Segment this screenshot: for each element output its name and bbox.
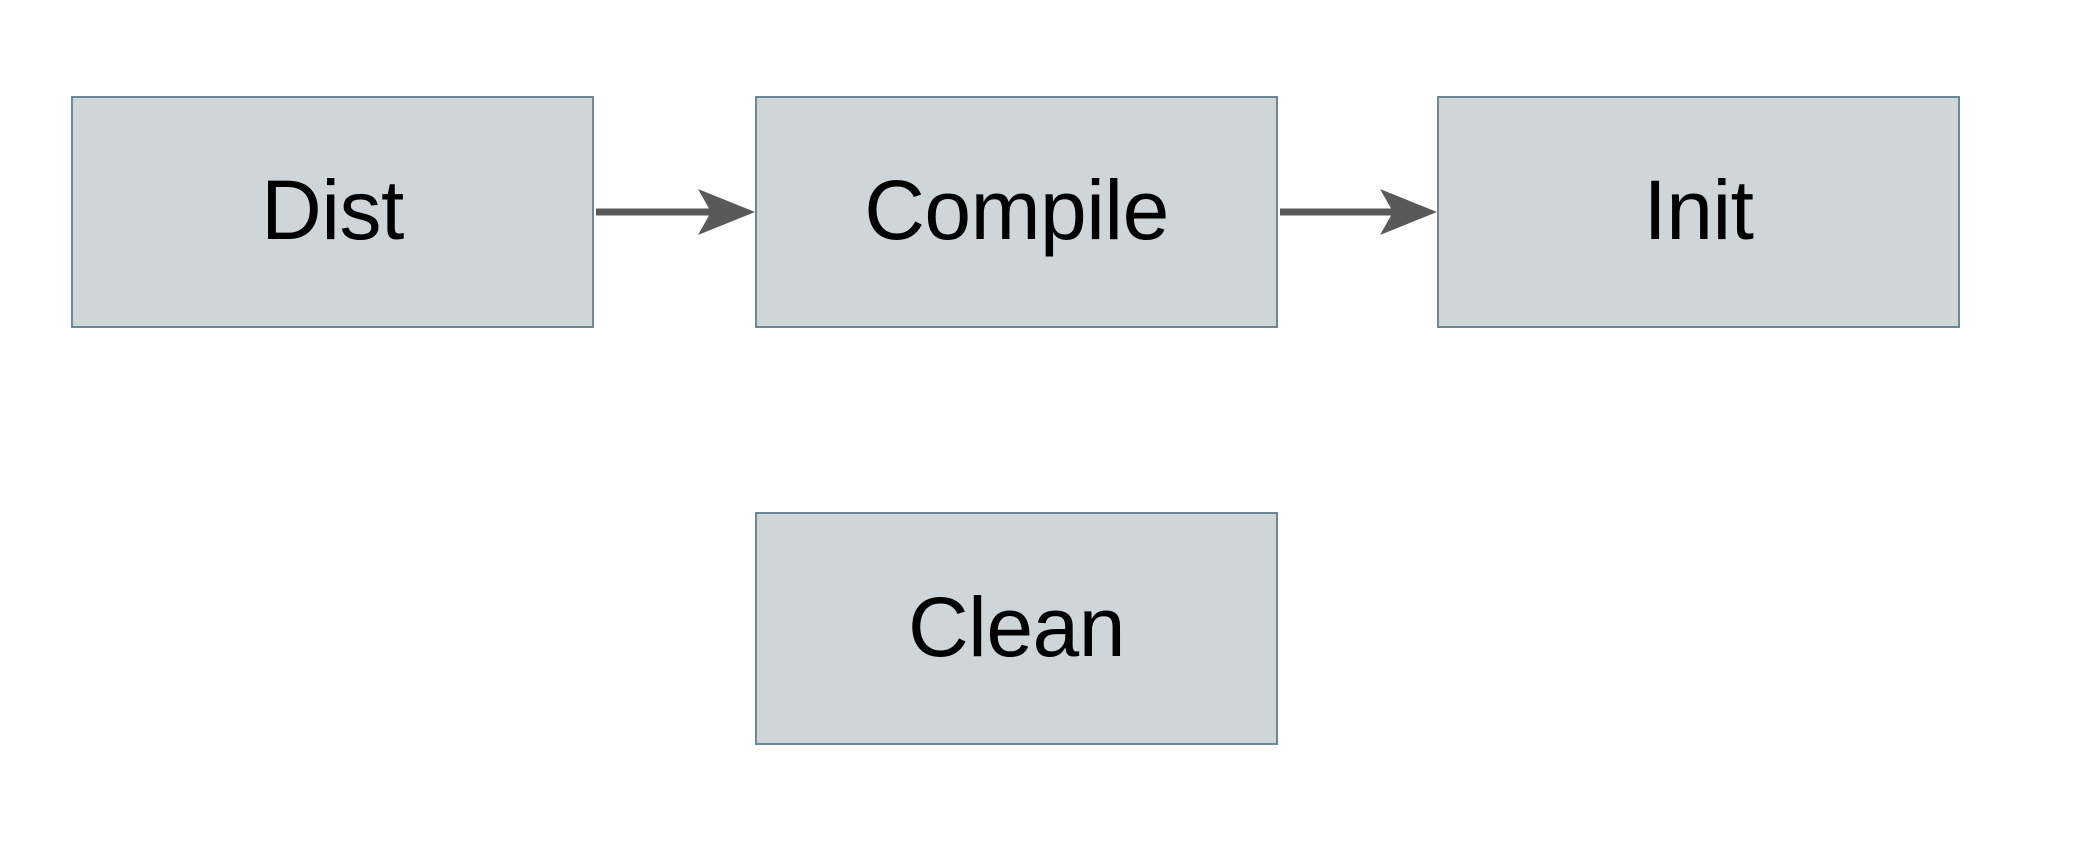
node-dist[interactable]: Dist: [71, 96, 594, 328]
node-clean[interactable]: Clean: [755, 512, 1278, 745]
node-compile-label: Compile: [864, 163, 1169, 257]
edge-dist-to-compile: [596, 189, 755, 235]
arrowhead-icon: [698, 189, 755, 235]
node-init[interactable]: Init: [1437, 96, 1960, 328]
arrowhead-icon: [1380, 189, 1437, 235]
node-dist-label: Dist: [261, 163, 404, 257]
node-init-label: Init: [1643, 163, 1754, 257]
edge-compile-to-init: [1280, 189, 1437, 235]
node-clean-label: Clean: [908, 579, 1125, 674]
node-compile[interactable]: Compile: [755, 96, 1278, 328]
